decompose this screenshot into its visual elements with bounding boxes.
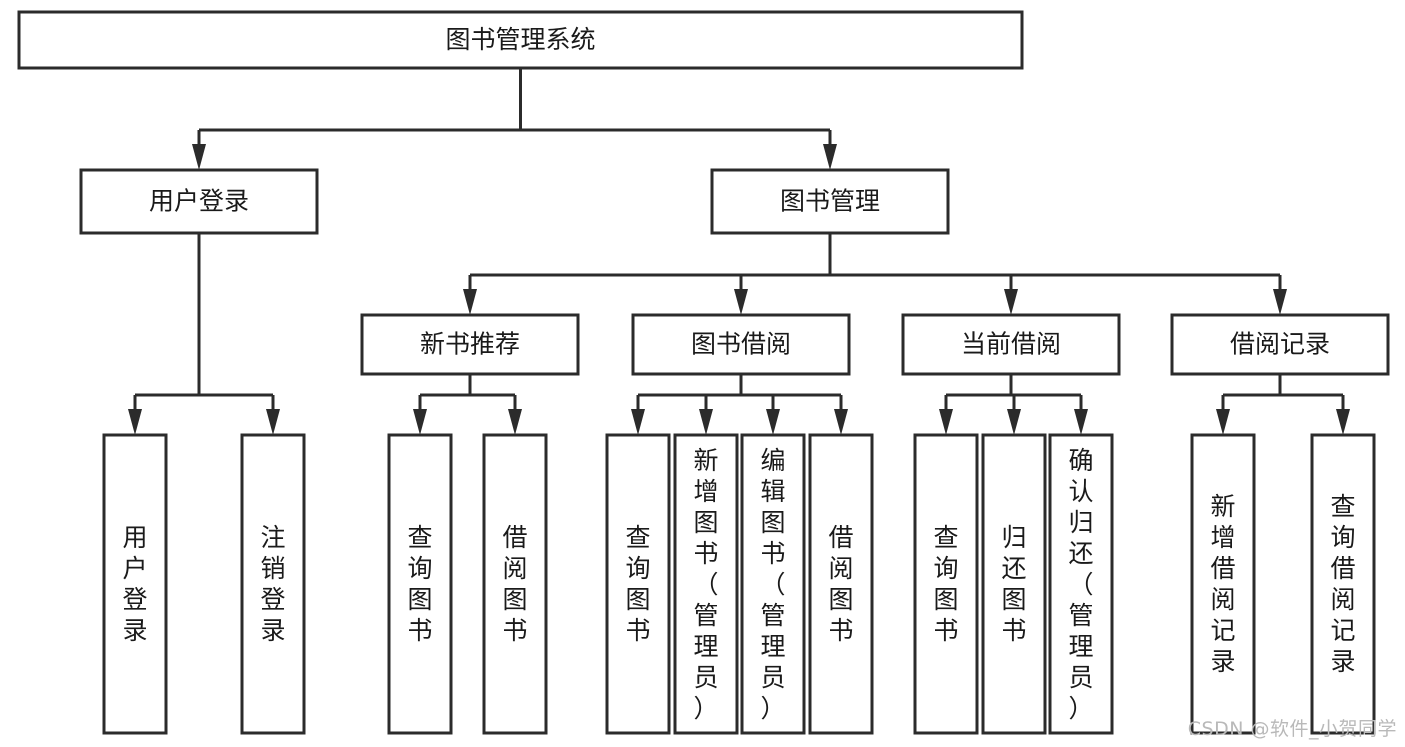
node-box <box>605 433 671 735</box>
node-新增图书管理员[interactable]: 新增图书（管理员） <box>673 433 739 735</box>
node-box <box>482 433 548 735</box>
node-用户登录[interactable]: 用户登录 <box>102 433 168 735</box>
node-box <box>913 433 979 735</box>
node-借阅记录[interactable]: 借阅记录 <box>1170 313 1390 376</box>
node-label: 查询借阅记录 <box>1330 492 1355 676</box>
node-确认归还管理员[interactable]: 确认归还（管理员） <box>1048 433 1114 735</box>
node-layer: 图书管理系统用户登录用户登录注销登录图书管理新书推荐查询图书借阅图书图书借阅查询… <box>17 10 1390 735</box>
node-label: 归还图书 <box>1001 523 1026 645</box>
node-box <box>740 433 806 735</box>
node-label: 注销登录 <box>260 523 285 645</box>
node-label: 图书管理 <box>780 187 880 216</box>
arrow-head-icon <box>1007 409 1021 435</box>
arrow-head-icon <box>734 289 748 315</box>
node-label: 编辑图书（管理员） <box>760 446 785 723</box>
node-注销登录[interactable]: 注销登录 <box>240 433 306 735</box>
node-label: 确认归还（管理员） <box>1068 446 1093 723</box>
node-查询借阅记录[interactable]: 查询借阅记录 <box>1310 433 1376 735</box>
arrow-head-icon <box>823 144 837 170</box>
node-label: 借阅记录 <box>1230 330 1330 359</box>
arrow-head-icon <box>834 409 848 435</box>
node-box <box>360 313 580 376</box>
arrow-head-icon <box>1336 409 1350 435</box>
arrow-head-icon <box>939 409 953 435</box>
arrow-head-icon <box>1273 289 1287 315</box>
arrow-head-icon <box>699 409 713 435</box>
node-新增借阅记录[interactable]: 新增借阅记录 <box>1190 433 1256 735</box>
node-图书管理系统[interactable]: 图书管理系统 <box>17 10 1024 70</box>
node-box <box>673 433 739 735</box>
node-box <box>17 10 1024 70</box>
node-box <box>102 433 168 735</box>
arrow-head-icon <box>766 409 780 435</box>
node-label: 查询图书 <box>933 523 958 645</box>
node-label: 查询图书 <box>407 523 432 645</box>
node-归还图书[interactable]: 归还图书 <box>981 433 1047 735</box>
node-box <box>387 433 453 735</box>
arrow-head-icon <box>463 289 477 315</box>
node-查询图书[interactable]: 查询图书 <box>913 433 979 735</box>
arrow-head-icon <box>192 144 206 170</box>
node-借阅图书[interactable]: 借阅图书 <box>808 433 874 735</box>
node-label: 新增图书（管理员） <box>693 446 718 723</box>
node-label: 新增借阅记录 <box>1210 492 1235 676</box>
node-box <box>79 168 319 235</box>
arrow-head-icon <box>1074 409 1088 435</box>
arrow-head-icon <box>266 409 280 435</box>
arrow-head-icon <box>508 409 522 435</box>
node-label: 查询图书 <box>625 523 650 645</box>
node-label: 用户登录 <box>122 523 147 645</box>
node-查询图书[interactable]: 查询图书 <box>387 433 453 735</box>
node-label: 用户登录 <box>149 187 249 216</box>
node-box <box>1310 433 1376 735</box>
node-查询图书[interactable]: 查询图书 <box>605 433 671 735</box>
connector-layer <box>128 68 1350 435</box>
node-当前借阅[interactable]: 当前借阅 <box>901 313 1121 376</box>
node-box <box>808 433 874 735</box>
node-box <box>631 313 851 376</box>
node-新书推荐[interactable]: 新书推荐 <box>360 313 580 376</box>
node-label: 借阅图书 <box>828 523 853 645</box>
node-label: 图书管理系统 <box>445 25 595 54</box>
node-label: 新书推荐 <box>420 330 520 359</box>
node-借阅图书[interactable]: 借阅图书 <box>482 433 548 735</box>
arrow-head-icon <box>413 409 427 435</box>
node-box <box>1048 433 1114 735</box>
node-编辑图书管理员[interactable]: 编辑图书（管理员） <box>740 433 806 735</box>
node-box <box>240 433 306 735</box>
node-box <box>1170 313 1390 376</box>
node-box <box>710 168 950 235</box>
node-label: 借阅图书 <box>502 523 527 645</box>
arrow-head-icon <box>1216 409 1230 435</box>
node-图书管理[interactable]: 图书管理 <box>710 168 950 235</box>
node-box <box>981 433 1047 735</box>
node-label: 图书借阅 <box>691 330 791 359</box>
arrow-head-icon <box>128 409 142 435</box>
node-label: 当前借阅 <box>961 330 1061 359</box>
arrow-head-icon <box>1004 289 1018 315</box>
node-用户登录[interactable]: 用户登录 <box>79 168 319 235</box>
node-box <box>901 313 1121 376</box>
node-图书借阅[interactable]: 图书借阅 <box>631 313 851 376</box>
node-box <box>1190 433 1256 735</box>
arrow-head-icon <box>631 409 645 435</box>
